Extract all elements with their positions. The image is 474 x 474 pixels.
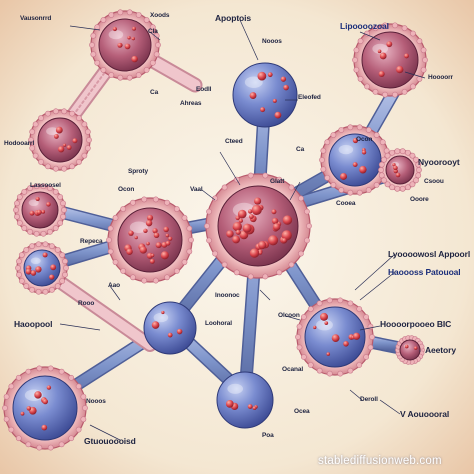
cell-top-left bbox=[89, 9, 161, 81]
label-haopool: Haoopool bbox=[14, 319, 53, 329]
label-ahreas: Ahreas bbox=[180, 100, 202, 107]
cell-lower-center bbox=[143, 301, 197, 355]
label-aao: Aao bbox=[108, 282, 120, 289]
label-hodooarrl: Hodooarrl bbox=[4, 140, 35, 147]
leader-line bbox=[354, 253, 396, 291]
label-repeca: Repeca bbox=[80, 238, 103, 245]
label-nyorooyt: Nyoorooyt bbox=[418, 157, 460, 167]
label-v-aouoooral: V Aouoooral bbox=[400, 409, 450, 419]
label-cteed: Cteed bbox=[225, 138, 243, 145]
label-horr: Hoooorr bbox=[428, 74, 453, 81]
label-ocon-1: Ocon bbox=[118, 186, 135, 193]
label-aeetory: Aeetory bbox=[425, 345, 456, 355]
label-haoss-patoal: Haoooss Patouoal bbox=[388, 267, 461, 277]
label-inoonoc: Inoonoc bbox=[215, 292, 240, 299]
label-cooea: Cooea bbox=[336, 200, 356, 207]
label-hooorpooeo-bic: Hoooorpooeo BIC bbox=[380, 319, 452, 329]
cell-lower-right bbox=[295, 297, 375, 377]
cell-right-tiny bbox=[395, 335, 425, 365]
label-eodll: Eodll bbox=[196, 86, 212, 93]
label-vausonrrd: Vausonrrd bbox=[20, 15, 52, 22]
label-gtuouoooisd: Gtuouoooisd bbox=[84, 436, 136, 446]
leader-line bbox=[349, 389, 363, 401]
leader-line bbox=[379, 399, 401, 415]
label-nooos-2: Nooos bbox=[262, 38, 282, 45]
label-ocanal: Ocanal bbox=[282, 366, 304, 373]
leader-line bbox=[149, 31, 161, 41]
cell-bottom-center bbox=[216, 371, 274, 429]
label-cla: Cla bbox=[148, 28, 158, 35]
label-vaal: Vaal bbox=[190, 186, 203, 193]
cell-top-right bbox=[352, 22, 428, 98]
label-apoptosis: Apoptois bbox=[215, 13, 252, 23]
leader-line bbox=[59, 323, 101, 331]
central-cell bbox=[204, 172, 312, 280]
label-ca-1: Ca bbox=[150, 89, 159, 96]
leader-line bbox=[201, 189, 216, 201]
label-rooo: Rooo bbox=[78, 300, 95, 307]
leader-line bbox=[239, 19, 259, 61]
leader-line bbox=[359, 31, 381, 41]
cell-left-mid bbox=[13, 183, 67, 237]
cell-top-center bbox=[232, 62, 298, 128]
watermark: stablediffusionweb.com bbox=[318, 455, 442, 467]
leader-line bbox=[285, 315, 301, 321]
leader-line bbox=[359, 271, 396, 301]
label-nooos-1: Nooos bbox=[86, 398, 106, 405]
label-sproty: Sproty bbox=[128, 168, 148, 175]
label-eleofed: Eleofed bbox=[298, 94, 321, 101]
label-lysosomal-approach: Lyoooowosl Appoorl bbox=[388, 249, 471, 259]
leader-line bbox=[69, 25, 101, 31]
label-lipozoal: Lipoooozoal bbox=[340, 21, 389, 31]
label-lassoosel: Lassoosel bbox=[30, 182, 61, 189]
cell-right-small bbox=[378, 148, 422, 192]
cells bbox=[2, 9, 428, 451]
leader-line bbox=[404, 71, 426, 79]
leader-line bbox=[109, 285, 121, 301]
label-loohoral: Loohoral bbox=[205, 320, 233, 327]
label-olcoon: Olcoon bbox=[278, 312, 300, 319]
leader-line bbox=[219, 151, 241, 186]
label-ooore: Ooore bbox=[410, 196, 429, 203]
cell-bottom-left bbox=[2, 365, 88, 451]
label-csoou: Csoou bbox=[424, 178, 444, 185]
label-deroll: Deroll bbox=[360, 396, 378, 403]
cell-right-upper bbox=[319, 124, 391, 196]
leader-line bbox=[289, 181, 301, 201]
cell-left-lower bbox=[15, 241, 69, 295]
label-ocea: Ocea bbox=[294, 408, 310, 415]
cell-left-upper bbox=[28, 108, 92, 172]
leader-line bbox=[359, 325, 381, 331]
label-ocon-2: Ocon bbox=[356, 136, 373, 143]
cell-center-left bbox=[106, 196, 194, 284]
label-poa: Poa bbox=[262, 432, 274, 439]
leader-line bbox=[89, 424, 121, 441]
label-glatt: Glatt bbox=[270, 178, 285, 185]
label-ca-2: Ca bbox=[296, 146, 305, 153]
label-leader-lines bbox=[59, 19, 426, 441]
leader-line bbox=[259, 289, 271, 301]
label-xoods: Xoods bbox=[150, 12, 170, 19]
